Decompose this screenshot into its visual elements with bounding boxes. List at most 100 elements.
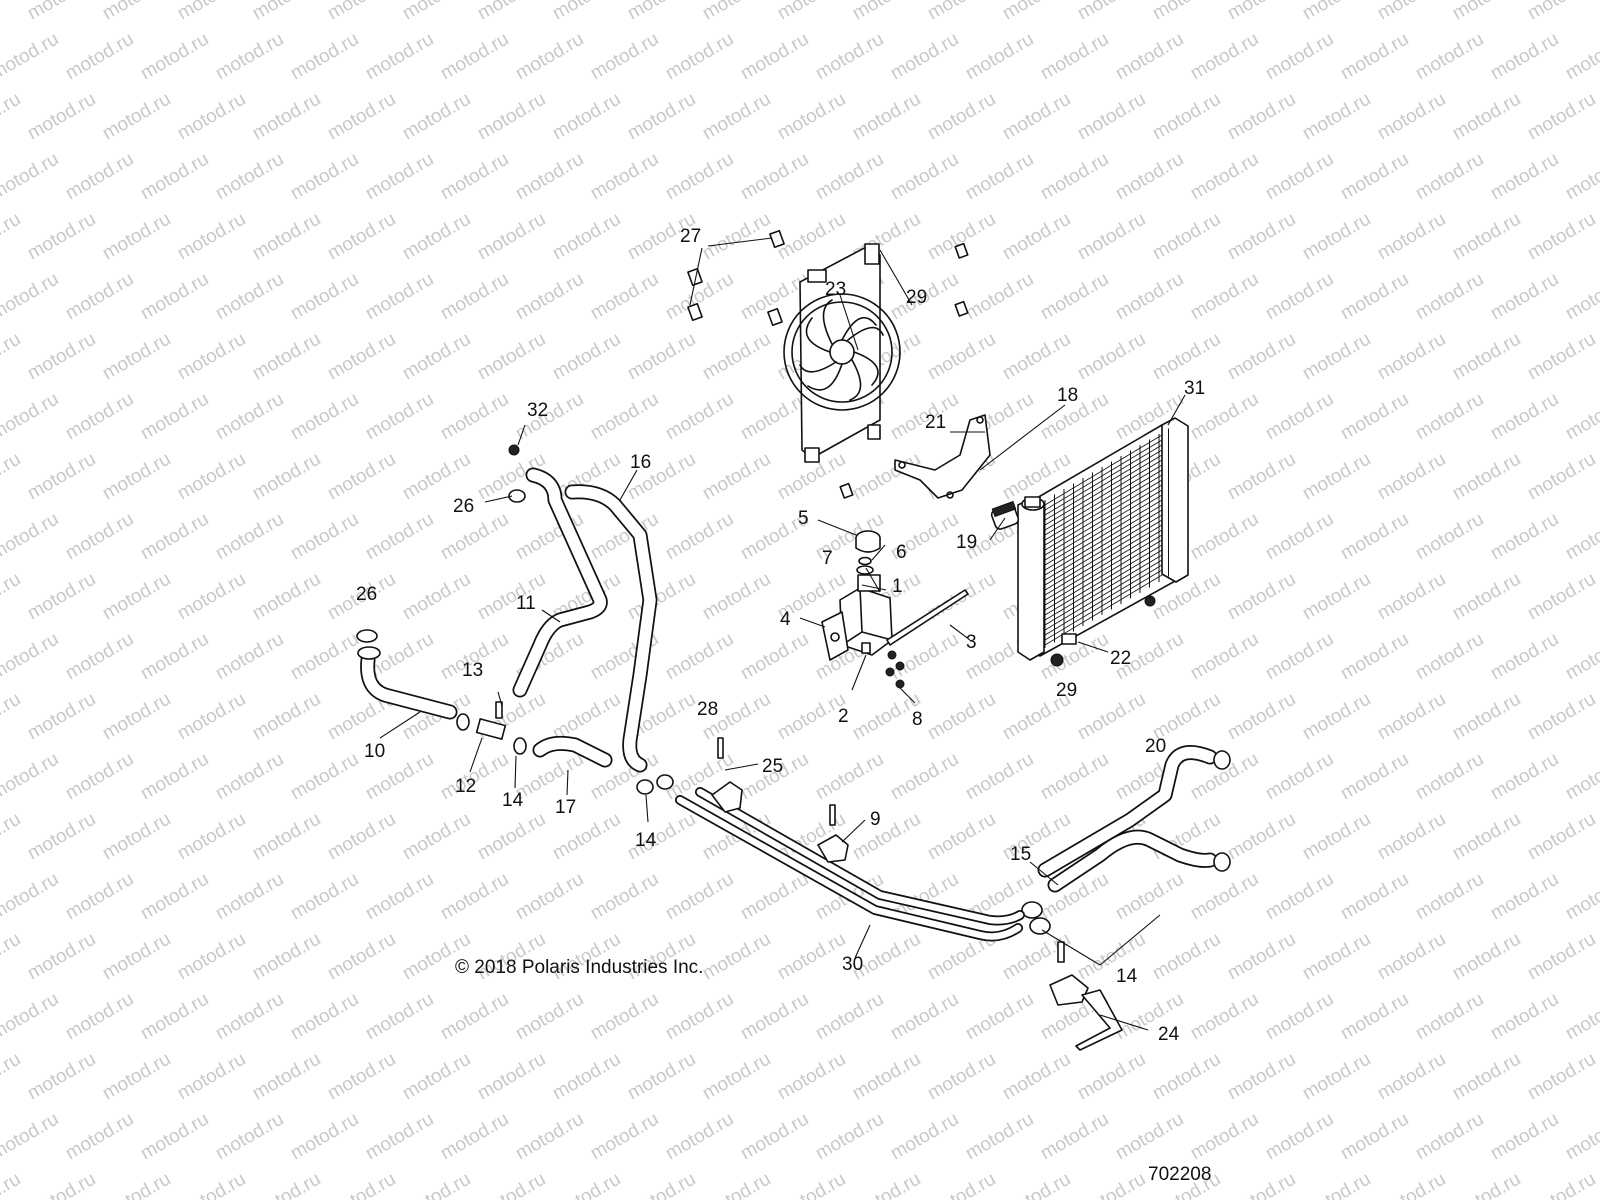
watermark-text: motod.ru <box>1299 89 1374 145</box>
watermark-text: motod.ru <box>1224 329 1299 385</box>
callout-1: 1 <box>892 576 903 597</box>
watermark-text: motod.ru <box>587 869 662 925</box>
watermark-text: motod.ru <box>287 869 362 925</box>
watermark-text: motod.ru <box>287 149 362 205</box>
part-hose-15-20 <box>1037 745 1231 893</box>
watermark-text: motod.ru <box>0 389 62 445</box>
watermark-text: motod.ru <box>849 89 924 145</box>
callout-31: 31 <box>1184 378 1205 399</box>
callout-26b: 26 <box>356 584 377 605</box>
watermark-text: motod.ru <box>212 629 287 685</box>
watermark-text: motod.ru <box>137 149 212 205</box>
watermark-text: motod.ru <box>1299 929 1374 985</box>
watermark-text: motod.ru <box>737 869 812 925</box>
watermark-text: motod.ru <box>24 89 99 145</box>
watermark-text: motod.ru <box>1337 989 1412 1045</box>
watermark-text: motod.ru <box>0 269 62 325</box>
watermark-text: motod.ru <box>1224 89 1299 145</box>
callout-2: 2 <box>838 706 849 727</box>
watermark-text: motod.ru <box>1374 809 1449 865</box>
watermark-text: motod.ru <box>774 209 849 265</box>
watermark-text: motod.ru <box>399 1049 474 1105</box>
watermark-text: motod.ru <box>174 1049 249 1105</box>
watermark-text: motod.ru <box>1374 329 1449 385</box>
watermark-text: motod.ru <box>699 89 774 145</box>
watermark-text: motod.ru <box>774 89 849 145</box>
watermark-text: motod.ru <box>1074 329 1149 385</box>
watermark-text: motod.ru <box>1262 269 1337 325</box>
watermark-text: motod.ru <box>99 929 174 985</box>
watermark-text: motod.ru <box>1562 29 1600 85</box>
watermark-text: motod.ru <box>1374 929 1449 985</box>
watermark-text: motod.ru <box>0 569 24 625</box>
watermark-text: motod.ru <box>24 689 99 745</box>
watermark-text: motod.ru <box>362 149 437 205</box>
watermark-text: motod.ru <box>549 1169 624 1200</box>
callout-14a: 14 <box>502 790 524 811</box>
watermark-text: motod.ru <box>512 869 587 925</box>
part-fittings <box>456 701 1051 935</box>
watermark-text: motod.ru <box>512 29 587 85</box>
watermark-text: motod.ru <box>699 449 774 505</box>
watermark-text: motod.ru <box>1374 1169 1449 1200</box>
watermark-text: motod.ru <box>287 509 362 565</box>
part-clips <box>711 737 849 863</box>
callout-4: 4 <box>780 609 791 630</box>
watermark-text: motod.ru <box>1487 869 1562 925</box>
watermark-text: motod.ru <box>999 1169 1074 1200</box>
watermark-text: motod.ru <box>999 0 1074 24</box>
watermark-text: motod.ru <box>1262 389 1337 445</box>
watermark-text: motod.ru <box>1224 929 1299 985</box>
watermark-text: motod.ru <box>887 749 962 805</box>
watermark-text: motod.ru <box>1487 389 1562 445</box>
watermark-text: motod.ru <box>774 1049 849 1105</box>
watermark-text: motod.ru <box>1112 1109 1187 1165</box>
watermark-text: motod.ru <box>662 869 737 925</box>
watermark-text: motod.ru <box>1224 449 1299 505</box>
watermark-text: motod.ru <box>0 449 24 505</box>
watermark-text: motod.ru <box>287 989 362 1045</box>
watermark-text: motod.ru <box>1524 0 1599 24</box>
watermark-text: motod.ru <box>1524 329 1599 385</box>
watermark-text: motod.ru <box>249 449 324 505</box>
callout-22: 22 <box>1110 648 1131 669</box>
watermark-text: motod.ru <box>62 749 137 805</box>
watermark-text: motod.ru <box>0 1169 24 1200</box>
watermark-text: motod.ru <box>399 1169 474 1200</box>
watermark-text: motod.ru <box>324 209 399 265</box>
callout-21: 21 <box>925 412 946 433</box>
watermark-text: motod.ru <box>1224 0 1299 24</box>
watermark-text: motod.ru <box>174 809 249 865</box>
watermark-text: motod.ru <box>924 809 999 865</box>
watermark-text: motod.ru <box>1449 449 1524 505</box>
watermark-text: motod.ru <box>1112 269 1187 325</box>
watermark-text: motod.ru <box>1487 989 1562 1045</box>
watermark-text: motod.ru <box>587 389 662 445</box>
watermark-text: motod.ru <box>1487 509 1562 565</box>
watermark-text: motod.ru <box>1187 1109 1262 1165</box>
watermark-text: motod.ru <box>399 569 474 625</box>
watermark-text: motod.ru <box>1449 89 1524 145</box>
watermark-text: motod.ru <box>474 329 549 385</box>
watermark-text: motod.ru <box>137 269 212 325</box>
callout-13: 13 <box>462 660 483 681</box>
part-clamp-bracket <box>1049 941 1123 1051</box>
watermark-text: motod.ru <box>662 629 737 685</box>
watermark-text: motod.ru <box>0 749 62 805</box>
watermark-text: motod.ru <box>399 209 474 265</box>
callout-10: 10 <box>364 741 385 762</box>
watermark-text: motod.ru <box>362 389 437 445</box>
watermark-text: motod.ru <box>99 329 174 385</box>
watermark-text: motod.ru <box>324 329 399 385</box>
watermark-text: motod.ru <box>324 929 399 985</box>
watermark-text: motod.ru <box>1262 149 1337 205</box>
watermark-text: motod.ru <box>437 1109 512 1165</box>
watermark-text: motod.ru <box>1037 1109 1112 1165</box>
watermark-text: motod.ru <box>849 1169 924 1200</box>
watermark-text: motod.ru <box>212 869 287 925</box>
watermark-text: motod.ru <box>1149 1049 1224 1105</box>
watermark-text: motod.ru <box>474 0 549 24</box>
watermark-text: motod.ru <box>1149 929 1224 985</box>
watermark-text: motod.ru <box>99 0 174 24</box>
watermark-text: motod.ru <box>62 509 137 565</box>
